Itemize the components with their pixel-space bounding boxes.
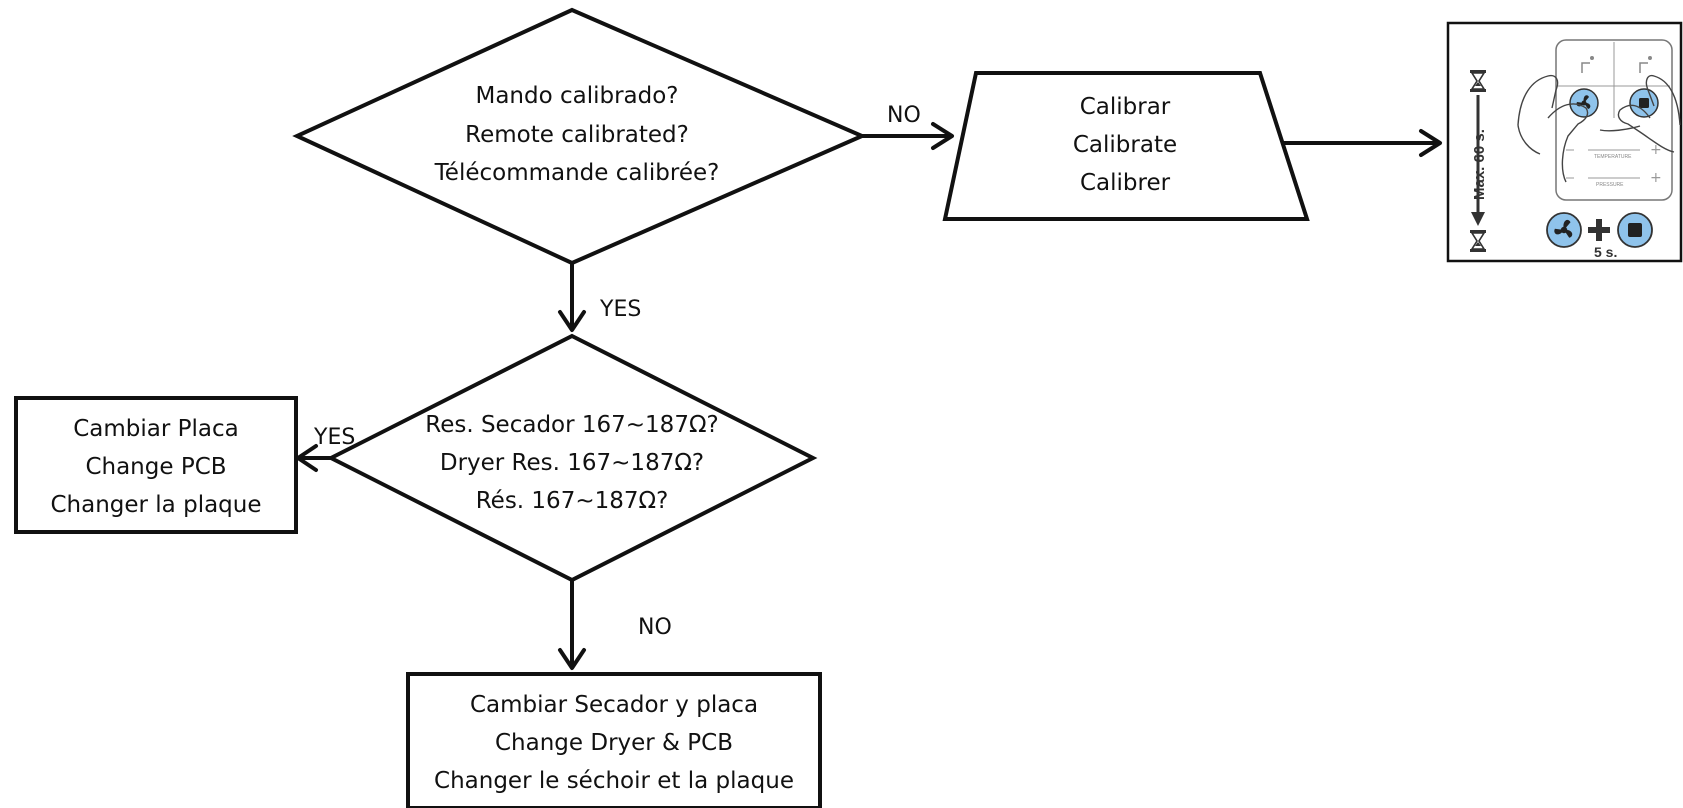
edge-calibrated-no-arrowhead <box>931 122 954 150</box>
faucet-icon <box>1639 56 1652 73</box>
edge-calibrated-yes-label: YES <box>599 297 641 322</box>
stop-icon <box>1628 223 1642 237</box>
process-calibrate-line-1: Calibrar <box>1080 94 1171 120</box>
remote-device <box>1555 39 1673 201</box>
panel-label-temperature: TEMPERATURE <box>1594 154 1632 160</box>
edge-calibrated-yes-arrowhead <box>558 310 586 332</box>
process-calibrate-shape <box>942 71 1310 221</box>
decision-resistance-line-1: Res. Secador 167~187Ω? <box>425 412 719 438</box>
panel-label-pressure: PRESSURE <box>1596 182 1624 188</box>
process-change-dryer-pcb-shape <box>406 672 822 808</box>
edge-calibrated-no-label: NO <box>887 103 921 128</box>
svg-text:+: + <box>1650 142 1662 158</box>
edge-calibrate-illustration-arrowhead <box>1419 129 1442 157</box>
hand-icon <box>1517 74 1589 183</box>
calibration-illustration: Max. 60 s. <box>1446 21 1683 263</box>
faucet-icon <box>1581 56 1594 73</box>
fan-icon <box>1554 219 1573 238</box>
process-change-pcb-line-2: Change PCB <box>85 454 226 480</box>
process-calibrate-line-3: Calibrer <box>1080 170 1171 196</box>
hourglass-icon <box>1470 70 1486 92</box>
fan-icon <box>1576 95 1591 109</box>
process-change-pcb-line-3: Changer la plaque <box>50 492 261 518</box>
plus-icon <box>1588 219 1610 241</box>
decision-calibrated-line-2: Remote calibrated? <box>465 122 689 148</box>
edge-resistance-no-arrowhead <box>558 648 586 670</box>
process-change-pcb-shape <box>14 396 298 534</box>
edge-resistance-yes-label: YES <box>313 425 355 450</box>
process-change-pcb-line-1: Cambiar Placa <box>73 416 239 442</box>
hourglass-icon <box>1470 230 1486 252</box>
process-calibrate-line-2: Calibrate <box>1073 132 1177 158</box>
timer-arrow-head <box>1471 212 1485 226</box>
decision-calibrated-line-3: Télécommande calibrée? <box>434 160 720 186</box>
svg-text:+: + <box>1650 170 1662 186</box>
process-change-dryer-pcb-line-1: Cambiar Secador y placa <box>470 692 758 718</box>
stop-icon <box>1639 98 1649 108</box>
timer-text: Max. 60 s. <box>1471 129 1488 200</box>
decision-resistance-line-3: Rés. 167~187Ω? <box>476 488 669 514</box>
decision-resistance-line-2: Dryer Res. 167~187Ω? <box>440 450 704 476</box>
decision-calibrated-line-1: Mando calibrado? <box>475 83 678 109</box>
combo-duration-text: 5 s. <box>1594 244 1617 260</box>
hand-icon <box>1599 74 1681 153</box>
process-change-dryer-pcb-line-2: Change Dryer & PCB <box>495 730 733 756</box>
process-change-dryer-pcb-line-3: Changer le séchoir et la plaque <box>434 768 794 794</box>
edge-resistance-no-label: NO <box>638 615 672 640</box>
